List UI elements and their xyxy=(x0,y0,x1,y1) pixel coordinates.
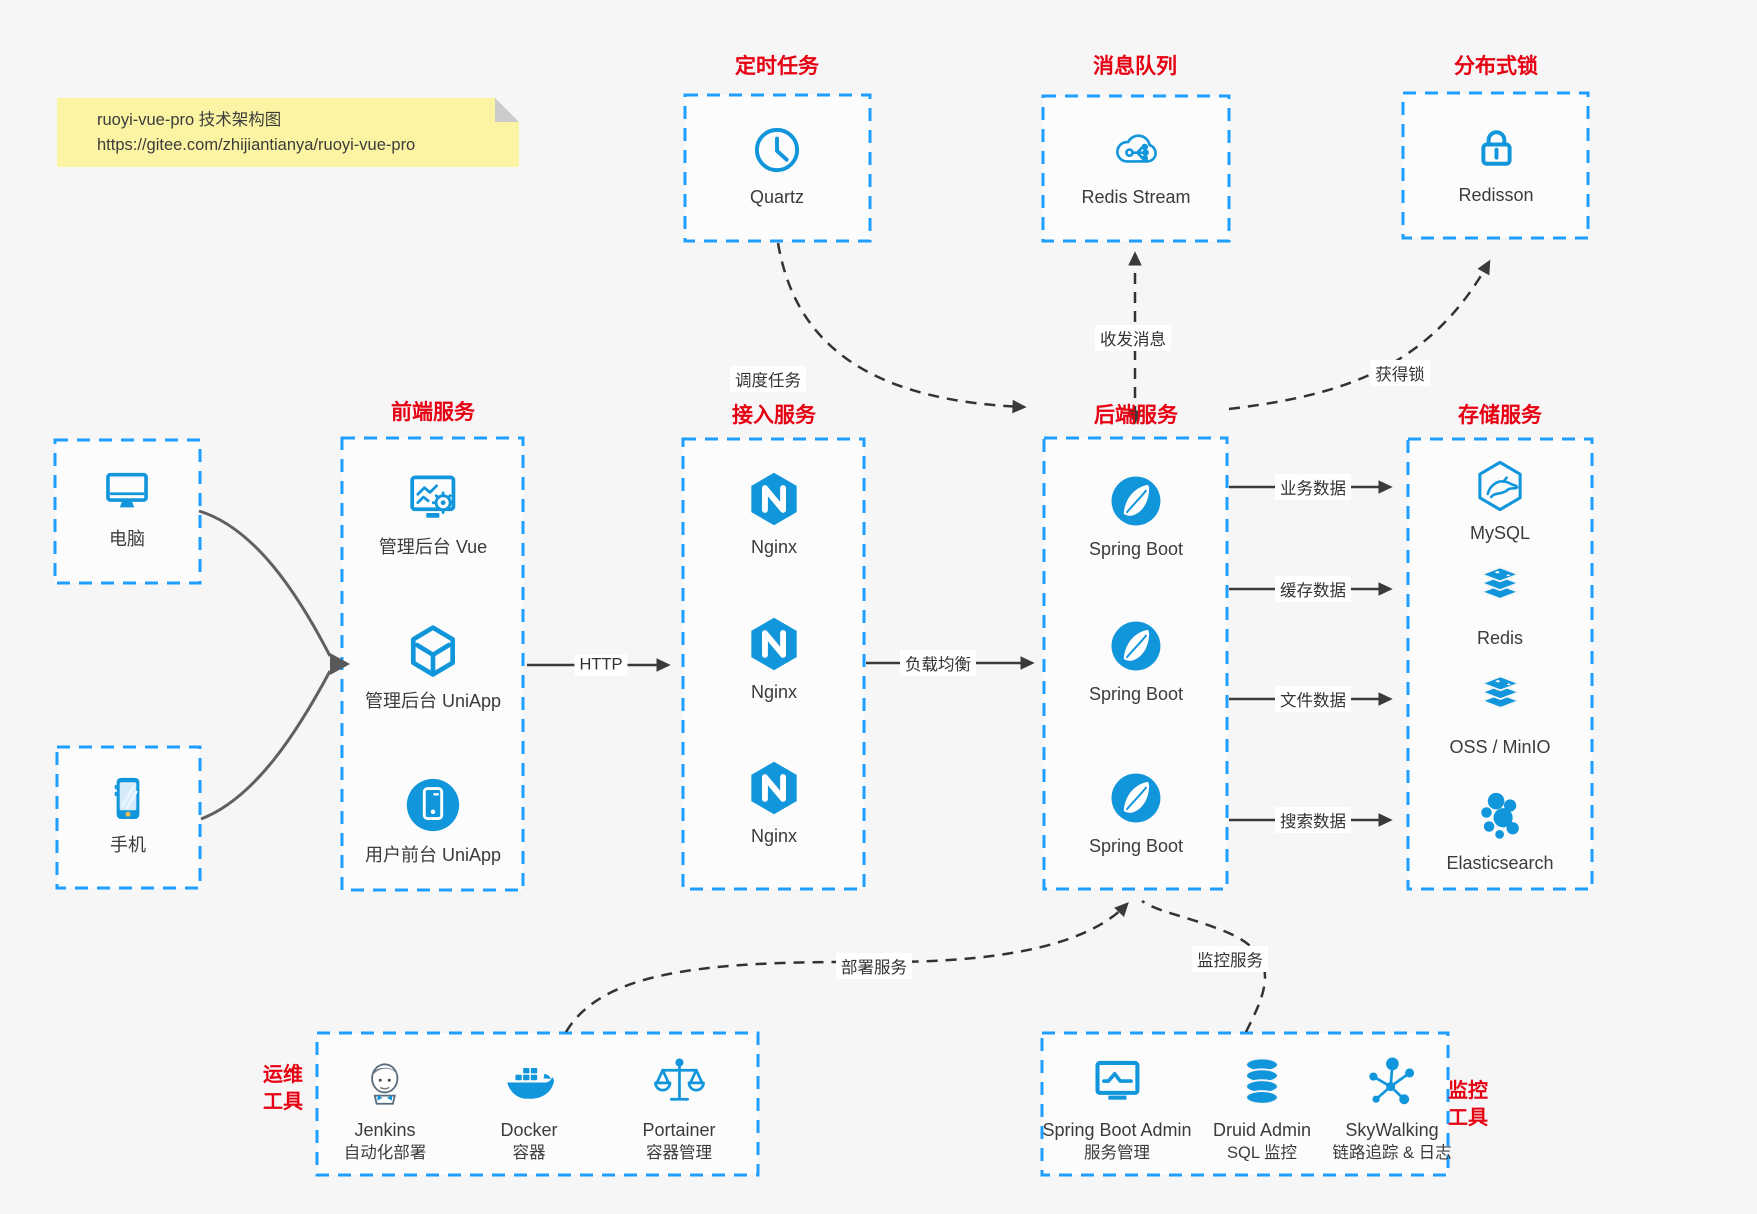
title-lock: 分布式锁 xyxy=(1454,55,1538,78)
node-nginx-3: Nginx xyxy=(745,759,803,847)
node-springboot-1: Spring Boot xyxy=(1089,472,1183,560)
elasticsearch-icon xyxy=(1472,788,1528,844)
monitoring-panel xyxy=(1040,1031,1450,1177)
title-backend: 后端服务 xyxy=(1094,404,1178,427)
edge-label-business-data: 业务数据 xyxy=(1275,474,1351,500)
mq-panel xyxy=(1041,94,1231,243)
node-elasticsearch: Elasticsearch xyxy=(1446,788,1554,874)
node-springboot-2: Spring Boot xyxy=(1089,617,1183,705)
edge-mobile-to-frontend xyxy=(200,670,332,821)
note-url[interactable]: https://gitee.com/zhijiantianya/ruoyi-vu… xyxy=(97,136,416,154)
edge-label-load-balance: 负载均衡 xyxy=(900,650,976,676)
edge-label-monitor: 监控服务 xyxy=(1192,946,1268,972)
lock-icon xyxy=(1468,120,1524,176)
node-skywalking: SkyWalking 链路追踪 & 日志 xyxy=(1332,1053,1452,1164)
smartphone-icon xyxy=(100,770,156,826)
note-fold-corner-icon xyxy=(495,98,519,122)
edge-label-schedule: 调度任务 xyxy=(730,366,806,392)
spring-icon xyxy=(1107,769,1165,827)
clients-merge-arrowhead xyxy=(330,653,350,675)
nginx-icon xyxy=(745,470,803,528)
edge-label-http: HTTP xyxy=(574,654,628,676)
edge-label-messaging: 收发消息 xyxy=(1095,325,1171,351)
mysql-icon xyxy=(1472,458,1528,514)
druid-icon xyxy=(1233,1053,1291,1111)
portainer-icon xyxy=(650,1053,708,1111)
edge-monitor xyxy=(1141,899,1267,1033)
node-quartz: Quartz xyxy=(749,122,805,208)
user-uniapp-icon xyxy=(402,774,464,836)
edge-label-acquire-lock: 获得锁 xyxy=(1370,360,1430,386)
title-frontend: 前端服务 xyxy=(391,401,475,424)
edge-schedule xyxy=(776,242,1027,414)
sticky-note: ruoyi-vue-pro 技术架构图 https://gitee.com/zh… xyxy=(57,98,519,167)
title-monitoring-tools: 监控 工具 xyxy=(1448,1080,1488,1129)
admin-vue-icon xyxy=(403,468,463,528)
title-mq: 消息队列 xyxy=(1093,55,1177,78)
node-nginx-1: Nginx xyxy=(745,470,803,558)
edge-label-search-data: 搜索数据 xyxy=(1275,807,1351,833)
edge-acquire-lock xyxy=(1228,259,1491,411)
node-spring-boot-admin: Spring Boot Admin 服务管理 xyxy=(1042,1053,1192,1164)
node-redis-stream: Redis Stream xyxy=(1081,122,1191,208)
node-docker: Docker 容器 xyxy=(500,1053,558,1164)
node-jenkins: Jenkins 自动化部署 xyxy=(344,1053,426,1164)
skywalking-icon xyxy=(1363,1053,1421,1111)
devops-panel xyxy=(315,1031,760,1177)
node-mobile: 手机 xyxy=(100,770,156,856)
title-scheduler: 定时任务 xyxy=(735,55,819,78)
edge-label-deploy: 部署服务 xyxy=(836,953,912,979)
node-admin-uniapp: 管理后台 UniApp xyxy=(365,622,501,712)
node-pc: 电脑 xyxy=(98,462,156,550)
edge-label-file-data: 文件数据 xyxy=(1275,686,1351,712)
sba-icon xyxy=(1088,1053,1146,1111)
docker-icon xyxy=(500,1053,558,1111)
title-storage: 存储服务 xyxy=(1458,404,1542,427)
edge-label-cache-data: 缓存数据 xyxy=(1275,576,1351,602)
node-springboot-3: Spring Boot xyxy=(1089,769,1183,857)
clock-icon xyxy=(749,122,805,178)
node-redisson: Redisson xyxy=(1458,120,1534,206)
pc-panel xyxy=(53,438,202,585)
node-druid-admin: Druid Admin SQL 监控 xyxy=(1213,1053,1311,1164)
spring-icon xyxy=(1107,617,1165,675)
title-devops-tools: 运维 工具 xyxy=(263,1064,303,1113)
title-gateway: 接入服务 xyxy=(732,404,816,427)
note-title: ruoyi-vue-pro 技术架构图 xyxy=(97,111,282,129)
edge-pc-to-frontend xyxy=(198,509,332,657)
nginx-icon xyxy=(745,615,803,673)
node-mysql: MySQL xyxy=(1470,458,1530,544)
redis-stack-icon xyxy=(1472,563,1528,619)
uniapp-cube-icon xyxy=(403,622,463,682)
nginx-icon xyxy=(745,759,803,817)
desktop-icon xyxy=(98,462,156,520)
node-user-uniapp: 用户前台 UniApp xyxy=(365,774,501,866)
storage-stack-icon xyxy=(1472,672,1528,728)
node-oss-minio: OSS / MinIO xyxy=(1449,672,1551,758)
jenkins-icon xyxy=(356,1053,414,1111)
cloud-stream-icon xyxy=(1108,122,1164,178)
scheduler-panel xyxy=(683,93,872,243)
node-admin-vue: 管理后台 Vue xyxy=(379,468,487,558)
spring-icon xyxy=(1107,472,1165,530)
node-redis: Redis xyxy=(1472,563,1528,649)
node-portainer: Portainer 容器管理 xyxy=(642,1053,716,1164)
node-nginx-2: Nginx xyxy=(745,615,803,703)
